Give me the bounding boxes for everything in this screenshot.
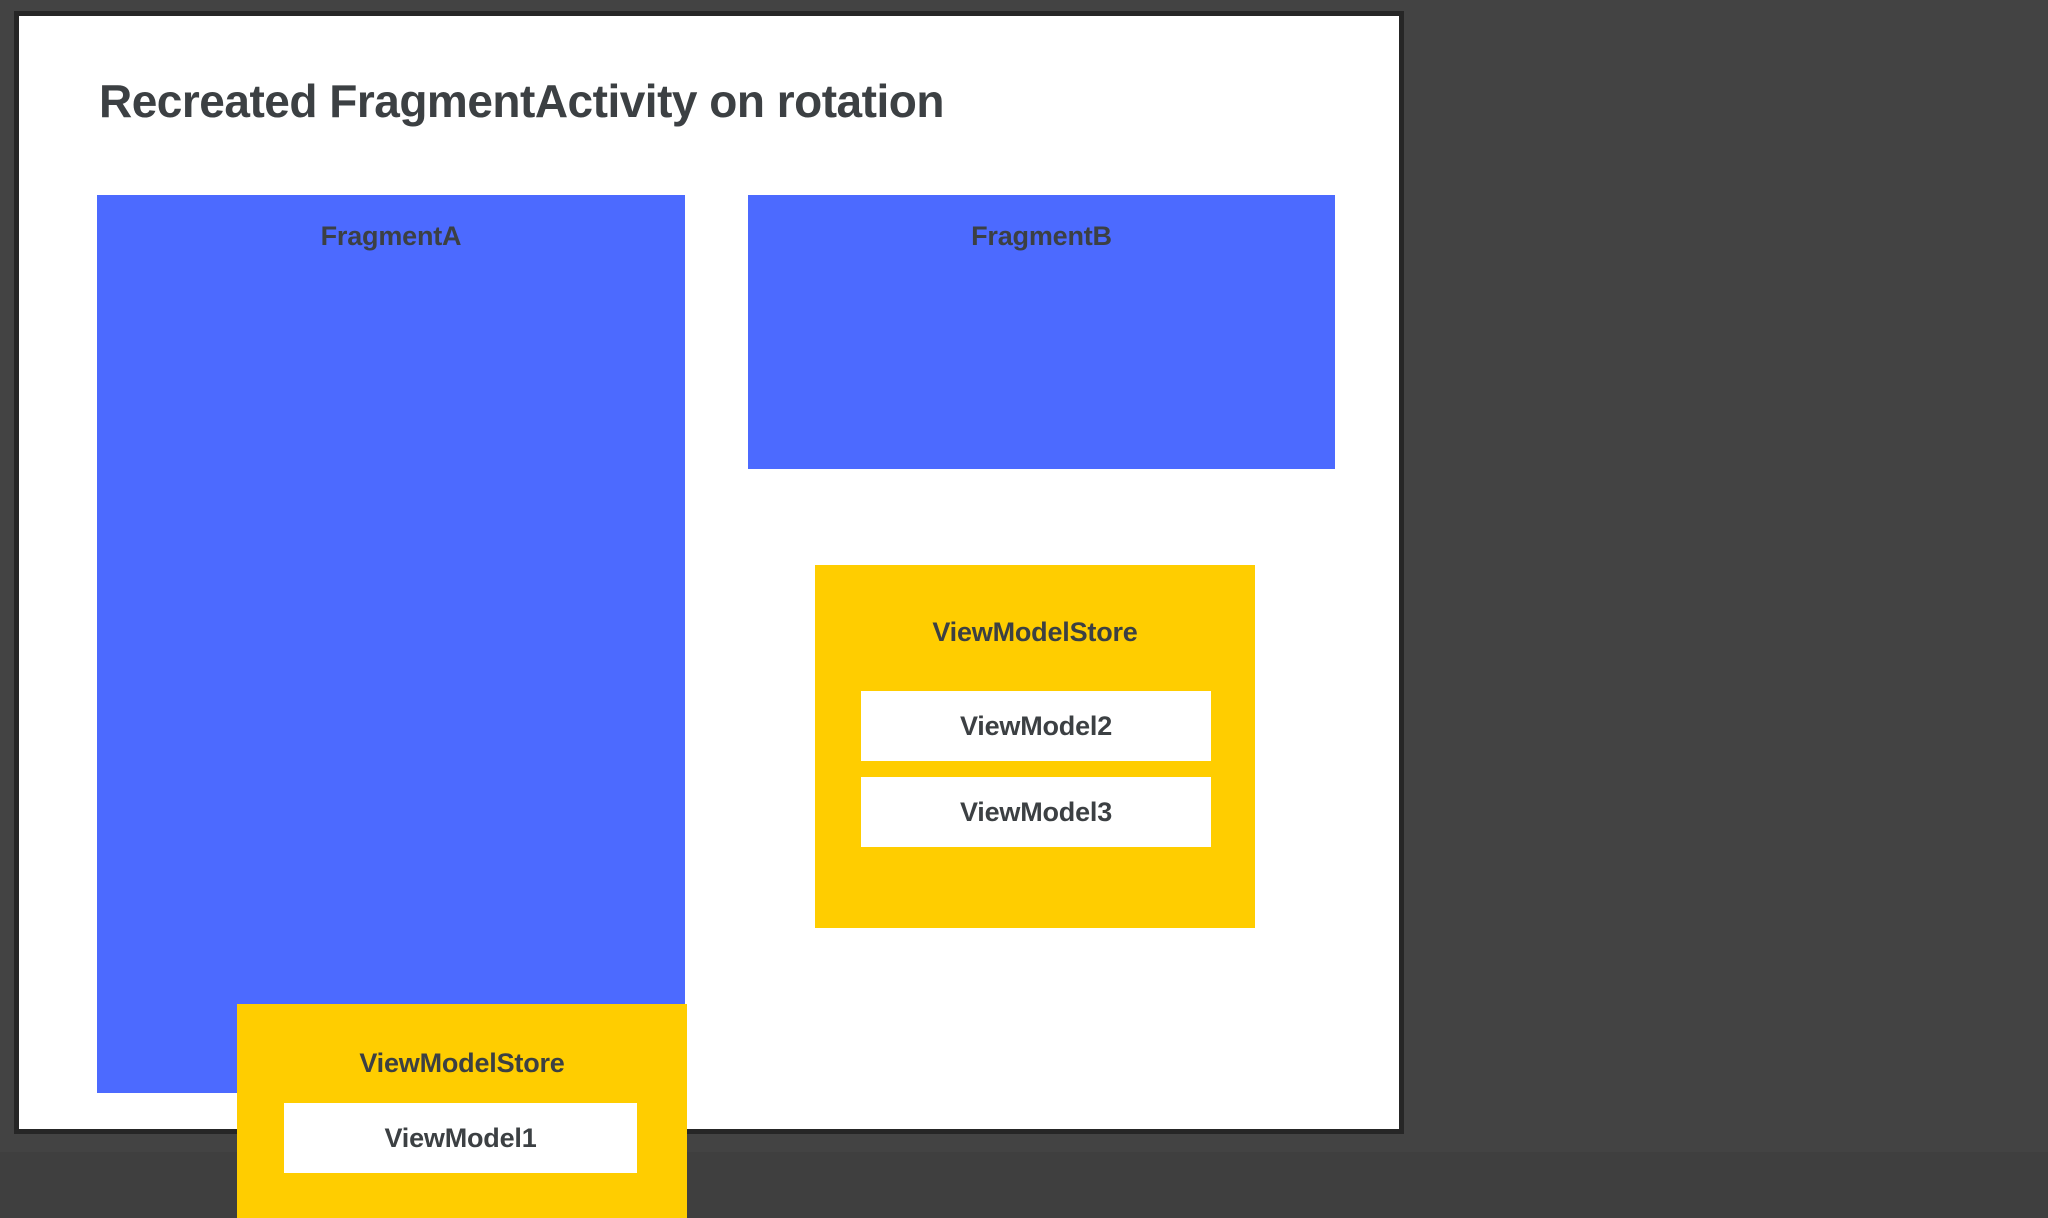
viewmodel-card-1[interactable]: ViewModel1 <box>284 1103 637 1173</box>
viewmodel-2-label: ViewModel2 <box>959 710 1113 741</box>
viewmodelstore-box-a[interactable]: ViewModelStore ViewModel1 <box>237 1004 687 1218</box>
fragment-box-b[interactable]: FragmentB <box>748 195 1335 469</box>
page-title: Recreated FragmentActivity on rotation <box>99 75 944 127</box>
fragment-box-a[interactable]: FragmentA ViewModelStore ViewModel1 <box>97 195 687 1218</box>
viewmodel-3-label: ViewModel3 <box>959 796 1113 827</box>
viewmodelstore-a-label: ViewModelStore <box>359 1048 565 1078</box>
viewmodel-card-2[interactable]: ViewModel2 <box>861 691 1211 761</box>
fragment-b-label: FragmentB <box>971 221 1112 251</box>
viewmodel-card-3[interactable]: ViewModel3 <box>861 777 1211 847</box>
viewmodel-1-label: ViewModel1 <box>384 1122 537 1153</box>
viewmodelstore-box-b[interactable]: ViewModelStore ViewModel2 ViewModel3 <box>815 565 1255 928</box>
viewmodelstore-b-label: ViewModelStore <box>932 617 1138 647</box>
slide-frame: Recreated FragmentActivity on rotation F… <box>14 11 1404 1218</box>
slide-canvas: Recreated FragmentActivity on rotation F… <box>14 11 1404 1218</box>
fragment-a-label: FragmentA <box>320 221 462 251</box>
